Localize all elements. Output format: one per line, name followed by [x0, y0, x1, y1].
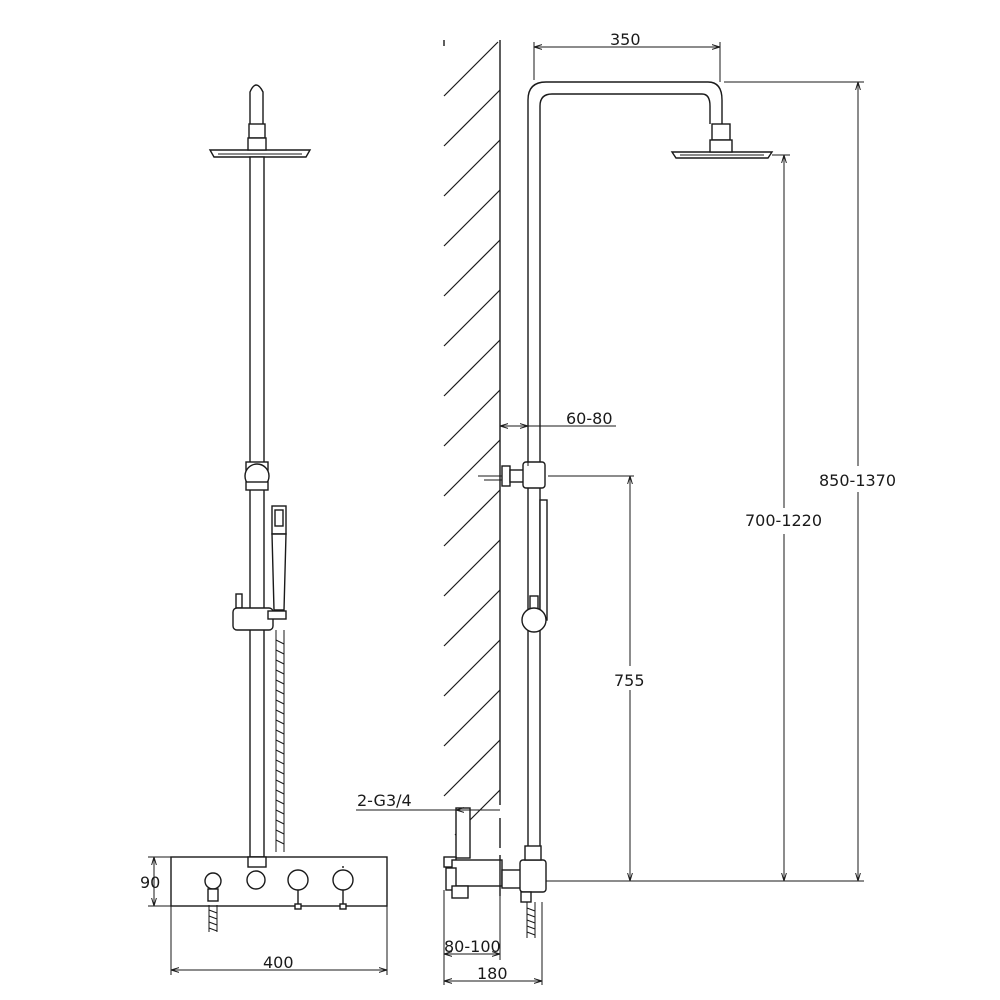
front-valve-body	[170, 856, 388, 907]
front-slider	[232, 607, 274, 631]
front-handle-1	[287, 869, 309, 891]
front-hose	[275, 630, 285, 852]
side-slider	[521, 607, 547, 633]
side-riser-outer	[527, 81, 723, 858]
side-head-connector	[711, 123, 731, 141]
front-view: 90 400	[140, 84, 388, 975]
dim-inlet-spacing: 80-100	[444, 937, 501, 956]
dim-total-depth: 180	[477, 964, 508, 983]
dim-head-height: 850-1370	[819, 471, 896, 490]
front-hand-shower-handle	[271, 533, 287, 611]
dim-arm-reach: 350	[610, 30, 641, 49]
side-hand-shower	[539, 499, 548, 621]
front-riser-pipe	[249, 156, 265, 858]
front-head-connector	[248, 123, 266, 139]
side-inlet-pipe	[455, 807, 471, 859]
front-arm-top	[249, 84, 264, 130]
dim-inlet: 2-G3/4	[357, 791, 412, 810]
dim-bracket-height: 755	[614, 671, 645, 690]
side-wall-bracket	[522, 461, 546, 489]
side-view: 350 850-1370 700-1220 755 60-80 2-G3/4 8…	[356, 30, 902, 985]
dim-wall-offset: 60-80	[566, 409, 613, 428]
front-hose-outlet	[204, 872, 222, 890]
dim-valve-height: 90	[140, 873, 160, 892]
dim-head-clearance: 700-1220	[745, 511, 822, 530]
side-valve-body	[451, 859, 503, 887]
front-handle-2	[332, 869, 354, 891]
wall-hatching	[443, 40, 501, 848]
dim-valve-width: 400	[263, 953, 294, 972]
